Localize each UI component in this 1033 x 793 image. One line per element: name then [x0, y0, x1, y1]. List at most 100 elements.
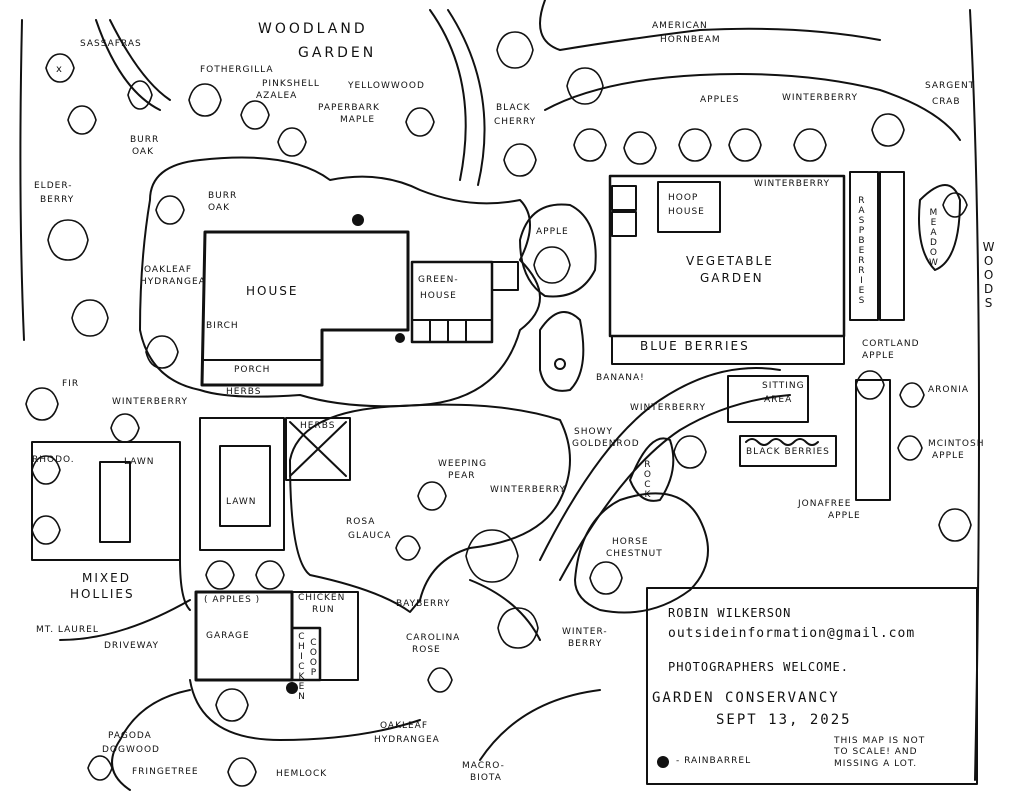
label-elderberry: ELDER- [34, 181, 73, 191]
label-bayberry: BAYBERRY [396, 599, 451, 609]
label-chicken-run-2: RUN [312, 605, 335, 615]
label-rosa-glauca-2: GLAUCA [348, 531, 392, 541]
label-fringetree: FRINGETREE [132, 767, 199, 777]
tree-symbols: x [25, 31, 972, 787]
label-burr-oak-house-2: OAK [208, 203, 230, 213]
stream-line [429, 9, 486, 186]
label-herbs-center: HERBS [300, 421, 336, 431]
label-sitting-area: SITTING [762, 381, 805, 391]
legend-email: outsideinformation@gmail.com [668, 626, 916, 641]
label-rock: ROCK [642, 460, 653, 500]
label-sitting-area-2: AREA [764, 395, 793, 405]
label-hoop-house-2: HOUSE [668, 207, 705, 217]
label-banana: BANANA! [596, 373, 645, 383]
label-rhodo: RHODO. [32, 455, 75, 465]
label-black-berries: BLACK BERRIES [746, 447, 830, 457]
legend-date: SEPT 13, 2025 [716, 712, 852, 728]
house-outline [200, 230, 410, 387]
label-apples-garage: ( APPLES ) [204, 595, 261, 605]
label-oakleaf-hydrangea-bottom-2: HYDRANGEA [374, 735, 440, 745]
label-carolina-rose-2: ROSE [412, 645, 441, 655]
label-woodland-garden-2: GARDEN [298, 45, 377, 61]
label-yellowwood: YELLOWWOOD [348, 81, 425, 91]
woodland-path-2 [539, 0, 881, 51]
label-lawn-left: LAWN [124, 457, 155, 467]
label-burr-oak-top-2: OAK [132, 147, 154, 157]
label-horse-chestnut-2: CHESTNUT [606, 549, 663, 559]
label-driveway: DRIVEWAY [104, 641, 160, 651]
label-birch: BIRCH [206, 321, 239, 331]
label-burr-oak-house: BURR [208, 191, 238, 201]
label-mcintosh-apple: MCINTOSH [928, 439, 985, 449]
driveway-path [59, 599, 191, 791]
greenhouse-outline [410, 260, 494, 344]
label-weeping-pear-2: PEAR [448, 471, 476, 481]
label-macrobiota-2: BIOTA [470, 773, 502, 783]
label-weeping-pear: WEEPING [438, 459, 488, 469]
label-jonafree-apple: JONAFREE [798, 499, 852, 509]
label-cortland-apple-2: APPLE [862, 351, 895, 361]
label-apples-top: APPLES [700, 95, 740, 105]
label-black-cherry: BLACK [496, 103, 531, 113]
label-carolina-rose: CAROLINA [406, 633, 461, 643]
pond [539, 311, 585, 392]
label-winterberry-left: WINTERBERRY [112, 397, 189, 407]
label-winterberry-veg: WINTERBERRY [754, 179, 831, 189]
label-apple-mid: APPLE [536, 227, 569, 237]
label-paperbark-maple: PAPERBARK [318, 103, 380, 113]
label-porch: PORCH [234, 365, 271, 375]
blackberries-outline [739, 435, 837, 467]
horse-chestnut-bed [574, 492, 709, 614]
label-mixed-hollies-2: HOLLIES [70, 587, 135, 601]
label-vegetable-garden: VEGETABLE [686, 254, 774, 268]
herbs-bed-outline [285, 417, 351, 481]
label-woodland-garden: WOODLAND [258, 21, 368, 37]
label-fothergilla: FOTHERGILLA [200, 65, 274, 75]
orchard-path [544, 73, 961, 141]
label-chicken-coop: CHICKEN [296, 632, 307, 702]
house-lawn-outline [139, 156, 541, 408]
label-herbs-porch: HERBS [226, 387, 262, 397]
label-lawn-mid: LAWN [226, 497, 257, 507]
woodland-path [95, 19, 171, 111]
label-sassafras: SASSAFRAS [80, 39, 142, 49]
label-cortland-apple: CORTLAND [862, 339, 920, 349]
label-aronia: ARONIA [928, 385, 970, 395]
label-winterberry-bottom-2: BERRY [568, 639, 603, 649]
hoop-house-outline [657, 181, 721, 233]
label-jonafree-apple-2: APPLE [828, 511, 861, 521]
label-winterberry-bottom: WINTER- [562, 627, 608, 637]
label-raspberries: RASPBERRIES [856, 196, 867, 306]
label-pagoda-dogwood-2: DOGWOOD [102, 745, 160, 755]
label-american-hornbeam: AMERICAN [652, 21, 708, 31]
label-winterberry-pear: WINTERBERRY [490, 485, 567, 495]
label-blueberries: BLUE BERRIES [640, 339, 750, 353]
label-hoop-house: HOOP [668, 193, 699, 203]
label-winterberry-top: WINTERBERRY [782, 93, 859, 103]
lawn-left-outline [31, 441, 181, 561]
winding-path [539, 367, 791, 581]
border-left [19, 19, 25, 341]
label-house: HOUSE [246, 284, 299, 298]
label-winterberry-center: WINTERBERRY [630, 403, 707, 413]
label-oakleaf-hydrangea-bottom: OAKLEAF [380, 721, 429, 731]
label-mcintosh-apple-2: APPLE [932, 451, 965, 461]
label-chicken-run: CHICKEN [298, 593, 346, 603]
legend-event: GARDEN CONSERVANCY [652, 690, 840, 706]
label-rosa-glauca: ROSA [346, 517, 376, 527]
label-greenhouse-2: HOUSE [420, 291, 457, 301]
label-american-hornbeam-2: HORNBEAM [660, 35, 721, 45]
raspberries-outline [849, 171, 879, 321]
legend-owner-name: ROBIN WILKERSON [668, 606, 792, 620]
label-garage: GARAGE [206, 631, 250, 641]
label-showy-goldenrod-2: GOLDENROD [572, 439, 640, 449]
label-meadow: MEADOW [928, 208, 939, 268]
label-hemlock: HEMLOCK [276, 769, 328, 779]
label-pinkshell-azalea-2: AZALEA [256, 91, 298, 101]
meadow-outline [918, 184, 961, 271]
rainbarrel-dots [286, 214, 669, 768]
sitting-area-outline [727, 375, 809, 423]
label-chicken-coop-2: COOP [308, 638, 319, 678]
label-pinkshell-azalea: PINKSHELL [262, 79, 320, 89]
